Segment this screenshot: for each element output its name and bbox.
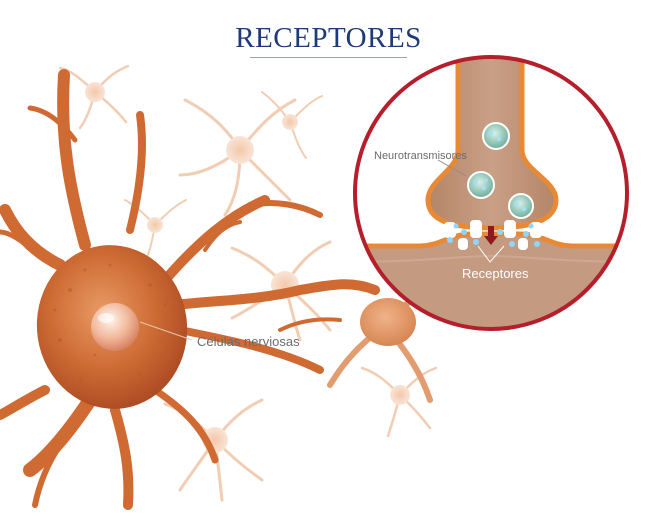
page-title: RECEPTORES xyxy=(235,22,422,54)
faint-neuron xyxy=(124,199,187,261)
faint-neuron xyxy=(261,91,323,159)
main-neuron xyxy=(36,245,188,409)
title-underline xyxy=(250,57,407,58)
receptor-pointer-lines xyxy=(477,245,505,263)
label-receptors: Receptores xyxy=(462,266,529,281)
cell-nucleus xyxy=(91,303,139,351)
neuro-pointer-line xyxy=(437,159,467,177)
faint-neuron xyxy=(58,64,130,130)
vesicle xyxy=(508,193,534,219)
cell-speckles xyxy=(53,263,167,397)
neurotransmitter-dots xyxy=(447,223,540,247)
cells-pointer-line xyxy=(139,321,193,341)
faint-neuron xyxy=(360,366,438,438)
vesicle xyxy=(467,171,495,199)
vesicle xyxy=(482,122,510,150)
label-nerve-cells: Células nerviosas xyxy=(197,334,300,349)
release-arrow-icon xyxy=(484,226,498,245)
label-neurotransmitters: Neurotransmisores xyxy=(374,150,467,162)
main-neuron-dendrites xyxy=(0,69,380,510)
synapse-inset xyxy=(353,55,629,331)
right-neuron xyxy=(327,282,443,403)
faint-neuron xyxy=(178,98,297,217)
